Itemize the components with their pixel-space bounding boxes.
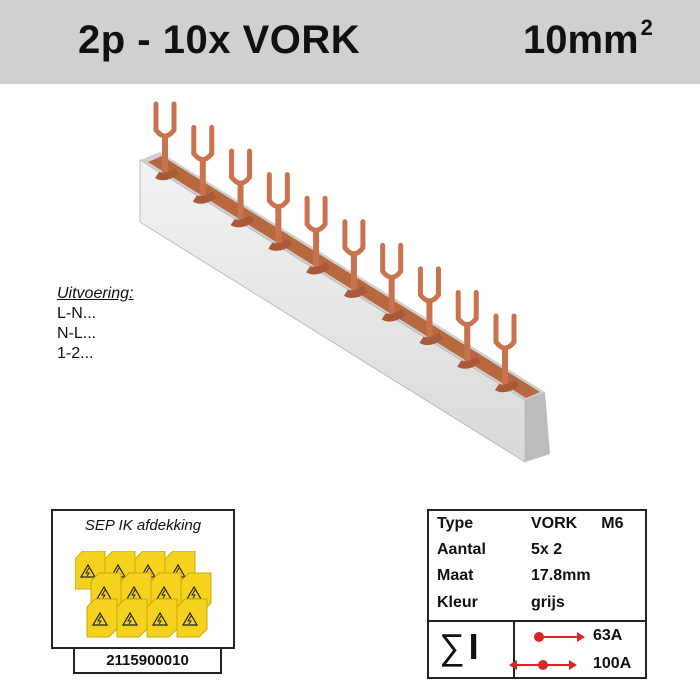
rail-end — [525, 392, 550, 462]
fork-terminal — [417, 266, 444, 346]
warning-triangle-icon — [181, 611, 199, 626]
spec-value: grijs — [531, 594, 565, 611]
spec-value: 17.8mm — [531, 567, 591, 584]
cover-title: SEP IK afdekking — [84, 517, 202, 534]
warning-triangle-icon — [151, 611, 169, 626]
spec-key: Maat — [437, 567, 474, 584]
cross-section-value: 10mm — [523, 18, 639, 62]
fork-terminal — [266, 172, 293, 251]
variant-item: N-L... — [57, 325, 97, 342]
part-number: 2115900010 — [73, 647, 222, 674]
current-value: 63A — [593, 627, 623, 644]
spec-extra: M6 — [601, 515, 624, 532]
spec-divider — [513, 620, 515, 677]
fork-terminal — [342, 219, 368, 299]
spec-value-type: VORK M6 — [531, 515, 623, 533]
fork-terminal — [153, 101, 179, 181]
variant-item: L-N... — [57, 305, 97, 322]
fork-terminal — [493, 313, 519, 393]
spec-divider — [429, 620, 645, 622]
fork-terminals — [153, 101, 519, 393]
product-title: 2p - 10x VORK — [78, 18, 361, 62]
arrow-right-icon — [534, 632, 585, 642]
cover-panel: SEP IK afdekking — [51, 509, 235, 649]
copper-strip — [148, 156, 540, 398]
cover-illustration — [75, 551, 212, 638]
cover-cap — [86, 598, 118, 638]
current-row-end-feed: 63A — [515, 624, 645, 650]
fork-terminal — [191, 125, 217, 204]
current-icon: I — [468, 626, 479, 667]
cover-cap — [146, 598, 178, 638]
cross-section-exponent: 2 — [640, 14, 653, 40]
spec-key: Kleur — [437, 594, 478, 611]
spec-value: VORK — [531, 515, 578, 532]
variants-label: Uitvoering: — [57, 285, 134, 302]
spec-value: 5x 2 — [531, 541, 563, 558]
fork-terminal — [304, 195, 331, 275]
fork-terminal — [455, 289, 482, 369]
sum-icon: ∑ — [439, 626, 465, 667]
warning-triangle-icon — [79, 563, 97, 578]
cross-section: 10mm2 — [523, 14, 653, 63]
busbar-illustration — [139, 101, 550, 463]
sum-current-symbol: ∑I — [439, 623, 479, 671]
variants-list: Uitvoering: L-N... N-L... 1-2... — [57, 284, 133, 364]
fork-terminal — [229, 148, 255, 228]
spec-key: Type — [437, 515, 474, 532]
spec-key: Aantal — [437, 541, 486, 558]
fork-terminal — [380, 242, 406, 322]
cover-cap — [116, 598, 148, 638]
current-row-center-feed: 100A — [509, 652, 645, 678]
header-banner: 2p - 10x VORK 10mm2 — [0, 0, 700, 84]
double-arrow-icon — [509, 660, 577, 670]
current-value: 100A — [593, 655, 632, 672]
warning-triangle-icon — [121, 611, 139, 626]
variant-item: 1-2... — [57, 345, 94, 362]
spec-table: Type VORK M6 Aantal 5x 2 Maat 17.8mm Kleu… — [427, 509, 647, 679]
cover-cap — [176, 598, 208, 638]
warning-triangle-icon — [91, 611, 109, 626]
rail-front — [139, 159, 526, 463]
